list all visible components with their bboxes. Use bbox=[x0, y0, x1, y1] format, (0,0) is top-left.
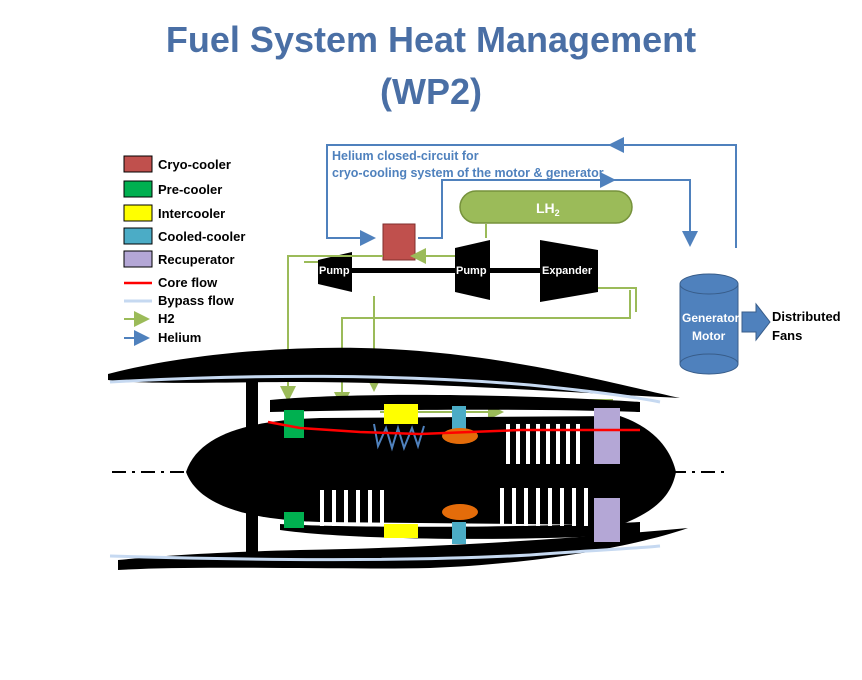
helium-note-line2: cryo-cooling system of the motor & gener… bbox=[332, 166, 604, 180]
page-subtitle: (WP2) bbox=[380, 71, 482, 112]
combustor-bottom bbox=[442, 504, 478, 520]
helium-line-return-top bbox=[608, 137, 737, 248]
legend-swatch-recuperator bbox=[123, 250, 153, 268]
legend-label-pre-cooler: Pre-cooler bbox=[158, 182, 222, 197]
pump-left-label: Pump bbox=[319, 265, 350, 277]
engine-core bbox=[186, 416, 676, 525]
recuperator-top bbox=[594, 408, 620, 464]
expander-label: Expander bbox=[542, 265, 593, 277]
legend-label-helium: Helium bbox=[158, 330, 201, 345]
legend-swatch-intercooler bbox=[123, 204, 153, 222]
generator-label: Generator bbox=[682, 311, 740, 325]
cooled-cooler-bottom bbox=[452, 522, 466, 544]
legend-swatch-cryo-cooler bbox=[123, 155, 153, 173]
lh2-tank-label: LH2 bbox=[536, 200, 560, 218]
expander bbox=[540, 240, 598, 302]
legend-label-cryo-cooler: Cryo-cooler bbox=[158, 157, 231, 172]
pre-cooler-top bbox=[284, 410, 304, 438]
cryo-cooler-block bbox=[382, 223, 416, 261]
core-flow-line bbox=[267, 420, 640, 436]
h2-line-expander-out bbox=[598, 287, 637, 312]
legend-label-intercooler: Intercooler bbox=[158, 206, 225, 221]
page-title: Fuel System Heat Management bbox=[165, 19, 697, 60]
fans-arrow bbox=[741, 302, 771, 342]
intercooler-coils bbox=[373, 423, 425, 452]
legend-label-h2: H2 bbox=[158, 311, 175, 326]
core-cowl-top bbox=[270, 394, 640, 412]
legend-label-core-flow: Core flow bbox=[158, 275, 218, 290]
pump-right bbox=[455, 240, 490, 300]
bypass-flow-bottom bbox=[109, 544, 661, 562]
lh2-tank bbox=[459, 190, 633, 224]
legend-label-cooled-cooler: Cooled-cooler bbox=[158, 229, 245, 244]
motor-label: Motor bbox=[692, 329, 726, 343]
combustor-top bbox=[442, 428, 478, 444]
helium-line-to-right bbox=[418, 172, 616, 239]
helium-line-to-generator bbox=[612, 179, 698, 247]
turbo-shaft bbox=[340, 268, 550, 273]
generator-motor-top bbox=[679, 273, 739, 295]
intercooler-bottom bbox=[384, 524, 418, 538]
pump-right-label: Pump bbox=[456, 265, 487, 277]
pre-cooler-bottom bbox=[284, 512, 304, 528]
nacelle-top bbox=[108, 347, 680, 398]
helium-line-left-loop bbox=[326, 144, 612, 246]
pump-left bbox=[318, 252, 352, 292]
legend-label-recuperator: Recuperator bbox=[158, 252, 235, 267]
legend-label-bypass-flow: Bypass flow bbox=[158, 293, 235, 308]
legend-swatch-pre-cooler bbox=[123, 180, 153, 198]
fans-label-line2: Fans bbox=[772, 328, 802, 343]
helium-note-line1: Helium closed-circuit for bbox=[332, 149, 479, 163]
generator-motor-bottom bbox=[679, 353, 739, 375]
recuperator-bottom bbox=[594, 498, 620, 542]
helium-circuit bbox=[326, 137, 737, 248]
intercooler-top bbox=[384, 404, 418, 424]
bypass-flow-top bbox=[109, 374, 661, 404]
legend: Cryo-cooler Pre-cooler Intercooler Coole… bbox=[123, 155, 245, 346]
legend-swatch-cooled-cooler bbox=[123, 227, 153, 245]
fans-label-line1: Distributed bbox=[772, 309, 841, 324]
generator-motor-body bbox=[679, 283, 739, 365]
cooled-cooler-top bbox=[452, 406, 466, 434]
turbine-slots bbox=[320, 424, 588, 526]
